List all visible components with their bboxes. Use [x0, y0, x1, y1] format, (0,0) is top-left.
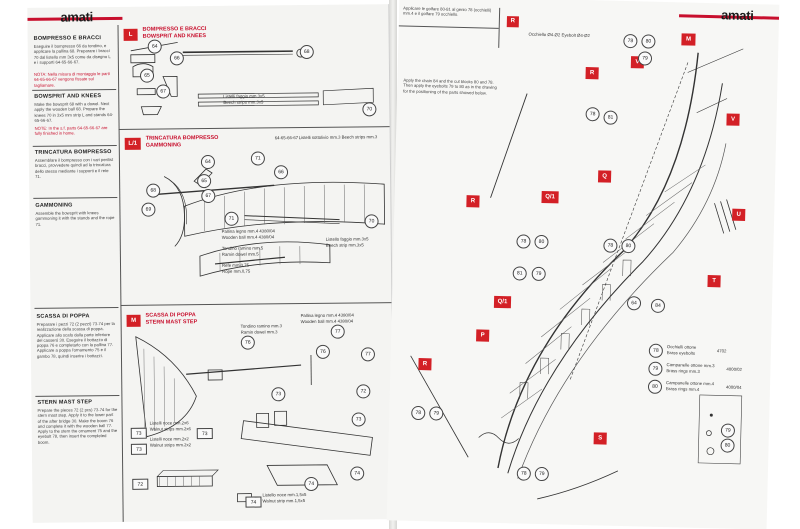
- section-title: TRINCATURA BOMPRESSO: [34, 149, 112, 156]
- part-number: 77: [360, 347, 376, 362]
- material-label: Rope mm.0,75: [222, 268, 251, 274]
- material-label: Listello noce mm.1,5x5: [262, 492, 307, 498]
- part-number: 68: [146, 183, 161, 198]
- part-number: 74: [245, 496, 262, 508]
- assembly-tag: S: [593, 432, 607, 445]
- section-text: Assemblare il bompresso con i vari peril…: [34, 157, 114, 179]
- material-label: Walnut strip mm.1,5x5: [262, 498, 306, 504]
- material-label: Listello faggio mm.3x5: [325, 236, 369, 242]
- material-label: Tondino ramino mm.5: [221, 245, 264, 251]
- section-divider: [32, 144, 117, 147]
- legend-code: 4000/02: [726, 366, 743, 372]
- part-number: 66: [169, 51, 184, 66]
- assembly-tag: Q/1: [493, 295, 512, 309]
- parts-ref-label: Listelli sottolivio mm.3 Beech strips mm…: [298, 134, 378, 141]
- left-page: amati BOMPRESSO E BRACCI Eseguire il bom…: [27, 4, 395, 523]
- part-number: 67: [201, 188, 216, 204]
- legend-label: Brass eyebolts: [666, 350, 696, 356]
- section-divider: [33, 196, 118, 199]
- section-title: GAMMONING: [35, 202, 73, 209]
- part-number: 67: [156, 84, 171, 99]
- material-label: Pallina legno mm.4 4380/04: [221, 228, 275, 234]
- right-page: amati R Applicare le golfare 80-81 al ge…: [386, 0, 780, 529]
- hull-drawing: [410, 48, 744, 500]
- part-number: 73: [351, 412, 366, 427]
- part-number: 73: [130, 443, 147, 455]
- assembly-tag: T: [707, 275, 721, 288]
- brand-logo: amati: [60, 9, 93, 25]
- section-text: Preparare i pezzi 72 (2 pezzi) 73-74 per…: [36, 321, 115, 359]
- legend-label: Brass rings mm.4: [665, 386, 700, 392]
- legend-label: Brass rings mm.3: [666, 368, 700, 374]
- part-number: 72: [356, 384, 371, 399]
- assembly-tag: P: [476, 329, 490, 342]
- parts-ref: 64-65-66-67: [274, 135, 299, 141]
- strip-label: Listelli faggio mm.3x5: [223, 93, 265, 99]
- section-text: Eseguire il bompresso 66 da tondino, e a…: [33, 43, 111, 65]
- assembly-tag: R: [585, 67, 599, 80]
- part-number: 76: [240, 335, 255, 350]
- material-label: Ramin dowel mm.5: [221, 251, 259, 257]
- bowsprit-drawing: [130, 41, 374, 116]
- part-number: 66: [273, 165, 289, 180]
- section-text: Make the bowsprit 68 with a dowel. Next …: [34, 101, 114, 123]
- panel-divider: [118, 126, 391, 130]
- material-label: Beech strip mm.3x5: [325, 242, 364, 248]
- assembly-tag: M: [681, 33, 696, 46]
- section-divider: [32, 88, 117, 91]
- section-divider: [34, 306, 119, 309]
- section-title: BOMPRESSO E BRACCI: [33, 35, 102, 42]
- part-number: 76: [315, 344, 331, 359]
- stern-step-drawing: [135, 336, 373, 503]
- part-number: 69: [141, 202, 156, 217]
- section-title: STERN MAST STEP: [37, 399, 93, 406]
- section-text: Assemble the bowsprit with knees gammoni…: [35, 210, 115, 227]
- legend-code: 4000/04: [725, 384, 742, 390]
- legend-label: Occhielli ottone: [666, 344, 697, 350]
- part-number: 65: [197, 173, 212, 189]
- assembly-tag: Q: [597, 170, 612, 183]
- part-number: 70: [364, 214, 379, 229]
- material-label: Walnut strips mm.2x6: [149, 426, 191, 432]
- part-number: 72: [132, 478, 149, 490]
- part-number: 68: [299, 44, 314, 60]
- assembly-tag: R: [466, 195, 480, 208]
- section-text: Prepare the pieces 72 (2 pcs) 73-74 for …: [37, 406, 118, 445]
- section-divider: [35, 394, 120, 397]
- part-number: 74: [350, 466, 365, 481]
- assembly-tag: R: [418, 358, 432, 371]
- part-number: 64: [147, 39, 162, 54]
- part-number: 73: [271, 387, 286, 402]
- section-title: BOWSPRIT AND KNEES: [34, 93, 102, 100]
- panel-tag-m: M: [126, 314, 141, 327]
- material-label: Wooden ball mm.4 4380/04: [221, 234, 275, 240]
- material-label: Listelli noce mm.2x6: [149, 420, 189, 426]
- strip-label: Beech strips mm.3x5: [223, 99, 264, 105]
- material-label: Refe mm.0,75: [221, 262, 250, 268]
- part-number: 77: [330, 324, 345, 339]
- gammoning-drawing: [154, 168, 386, 277]
- section-note: NOTE: In the s.f. parts 64-65-66-67 are …: [34, 125, 108, 137]
- material-label: Wooden ball mm.4 4380/04: [300, 318, 354, 325]
- part-number: 74: [304, 476, 319, 492]
- part-number: 73: [130, 427, 147, 439]
- part-number: 65: [139, 68, 155, 83]
- panel-divider: [120, 302, 393, 306]
- part-number: 70: [362, 102, 377, 117]
- part-number: 71: [224, 211, 239, 226]
- part-number: 71: [250, 151, 265, 166]
- material-label: Listelli noce mm.2x2: [149, 436, 189, 442]
- assembly-tag: U: [732, 208, 746, 221]
- material-label: Pallina legno mm.4 4380/04: [300, 312, 354, 319]
- material-label: Walnut strips mm.2x2: [149, 442, 192, 448]
- section-title: SCASSA DI POPPA: [36, 313, 90, 320]
- legend-code: 4702: [716, 348, 727, 354]
- part-number: 73: [196, 427, 213, 440]
- assembly-tag: Q/1: [541, 190, 559, 204]
- section-note: NOTA: Nella misura di montaggio le parti…: [33, 71, 110, 88]
- part-number: 64: [200, 154, 216, 170]
- panel-title: TRINCATURA BOMPRESSO: [145, 134, 219, 142]
- assembly-tag: V: [726, 113, 740, 126]
